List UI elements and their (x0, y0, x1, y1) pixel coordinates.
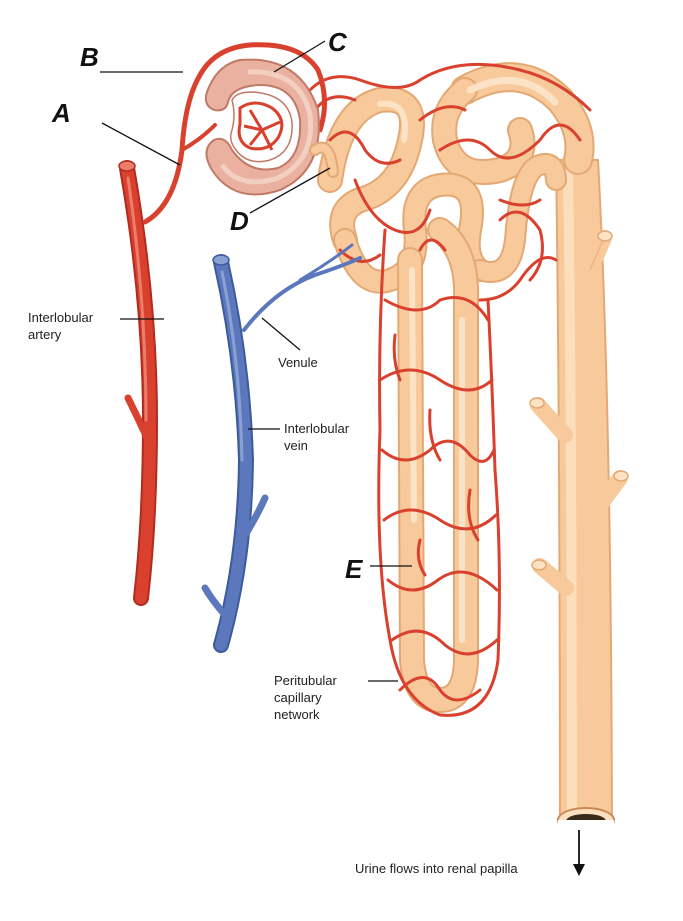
label-b: B (80, 42, 99, 72)
interlobular-artery-label-line1: Interlobular (28, 310, 94, 325)
peritubular-capillaries (308, 62, 592, 717)
renal-corpuscle (204, 58, 339, 196)
collecting-duct (529, 150, 629, 882)
peritubular-label-line3: network (274, 707, 320, 722)
interlobular-vein-label-line2: vein (284, 438, 308, 453)
interlobular-artery-label-line2: artery (28, 327, 62, 342)
label-d: D (230, 206, 249, 236)
label-a: A (51, 98, 71, 128)
leader-lines (100, 40, 585, 876)
peritubular-label-line1: Peritubular (274, 673, 338, 688)
label-c: C (328, 27, 348, 57)
interlobular-artery (118, 42, 327, 606)
peritubular-label-line2: capillary (274, 690, 322, 705)
label-e: E (345, 554, 363, 584)
loop-of-henle (397, 217, 480, 714)
interlobular-vein-label-line1: Interlobular (284, 421, 350, 436)
urine-flow-label: Urine flows into renal papilla (355, 861, 518, 876)
venule-label: Venule (278, 355, 318, 370)
interlobular-vein (201, 243, 362, 653)
